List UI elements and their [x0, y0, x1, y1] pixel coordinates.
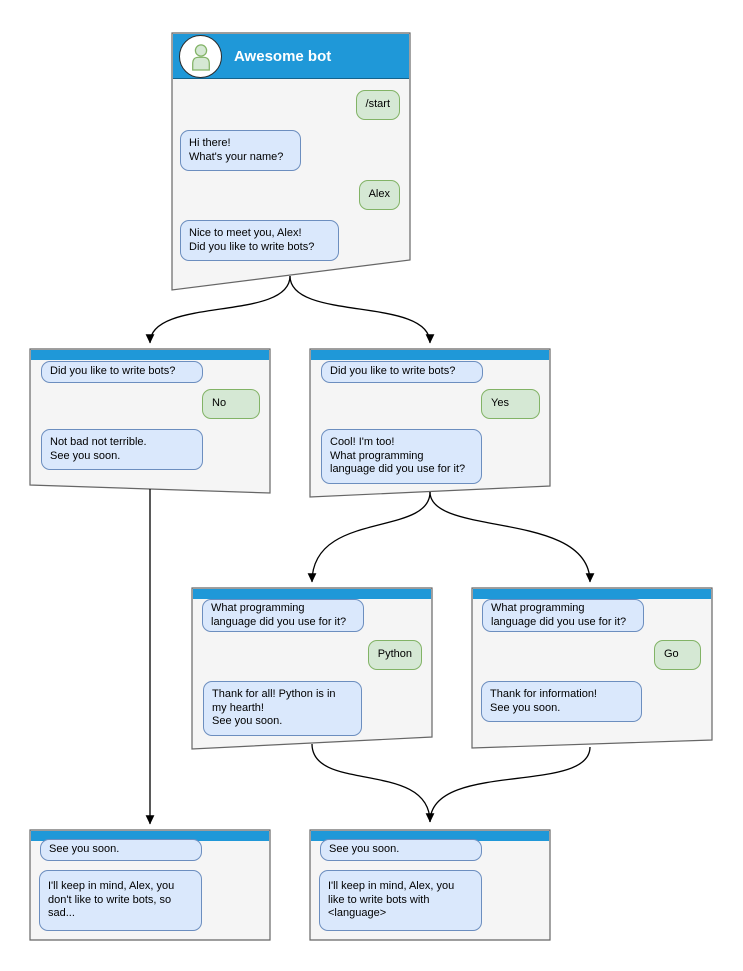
user-message-bubble: /start	[355, 90, 400, 120]
bot-message-bubble: Nice to meet you, Alex! Did you like to …	[180, 220, 339, 261]
bot-message-bubble: See you soon.	[320, 839, 482, 861]
chat-header-strip	[311, 350, 549, 360]
chat-window-main: Awesome bot /start Hi there! What's your…	[172, 33, 410, 290]
bot-message-bubble: See you soon.	[40, 839, 202, 861]
chat-window-end-no: See you soon. I'll keep in mind, Alex, y…	[30, 830, 270, 940]
edge-main-to-branch-no	[145, 275, 291, 344]
chat-header-strip	[31, 350, 269, 360]
chat-window-end-yes: See you soon. I'll keep in mind, Alex, y…	[310, 830, 550, 940]
question-recap-bubble: Did you like to write bots?	[41, 361, 203, 383]
chat-window-branch-no: Did you like to write bots? No Not bad n…	[30, 349, 270, 493]
bot-message-bubble: Thank for all! Python is in my hearth! S…	[203, 681, 362, 736]
edge-python-to-end-yes	[311, 743, 435, 823]
user-message-bubble: Python	[367, 640, 422, 670]
chat-window-branch-go: What programming language did you use fo…	[472, 588, 712, 748]
chat-header-strip	[31, 831, 269, 841]
bot-message-bubble: Cool! I'm too! What programming language…	[321, 429, 482, 484]
bot-avatar-icon	[179, 35, 222, 78]
edge-yes-to-go	[429, 491, 595, 583]
chat-window-branch-python: What programming language did you use fo…	[192, 588, 432, 749]
user-message-bubble: Go	[654, 640, 701, 670]
bot-name-title: Awesome bot	[234, 48, 332, 65]
chat-header: Awesome bot	[173, 34, 409, 79]
chat-header-strip	[473, 589, 711, 599]
bot-message-bubble: Not bad not terrible. See you soon.	[41, 429, 203, 470]
edge-main-to-branch-yes	[289, 275, 435, 344]
user-message-bubble: Yes	[481, 389, 540, 419]
user-message-bubble: No	[202, 389, 260, 419]
bot-message-bubble: I'll keep in mind, Alex, you like to wri…	[319, 870, 482, 931]
user-message-bubble: Alex	[358, 180, 400, 210]
bot-message-bubble: Thank for information! See you soon.	[481, 681, 642, 722]
chat-header-strip	[311, 831, 549, 841]
chat-window-branch-yes: Did you like to write bots? Yes Cool! I'…	[310, 349, 550, 497]
question-recap-bubble: What programming language did you use fo…	[482, 599, 644, 632]
question-recap-bubble: Did you like to write bots?	[321, 361, 483, 383]
question-recap-bubble: What programming language did you use fo…	[202, 599, 364, 632]
chat-header-strip	[193, 589, 431, 599]
bot-message-bubble: I'll keep in mind, Alex, you don't like …	[39, 870, 202, 931]
edge-yes-to-python	[307, 491, 431, 583]
bot-message-bubble: Hi there! What's your name?	[180, 130, 301, 171]
edge-go-to-end-yes	[429, 746, 591, 823]
